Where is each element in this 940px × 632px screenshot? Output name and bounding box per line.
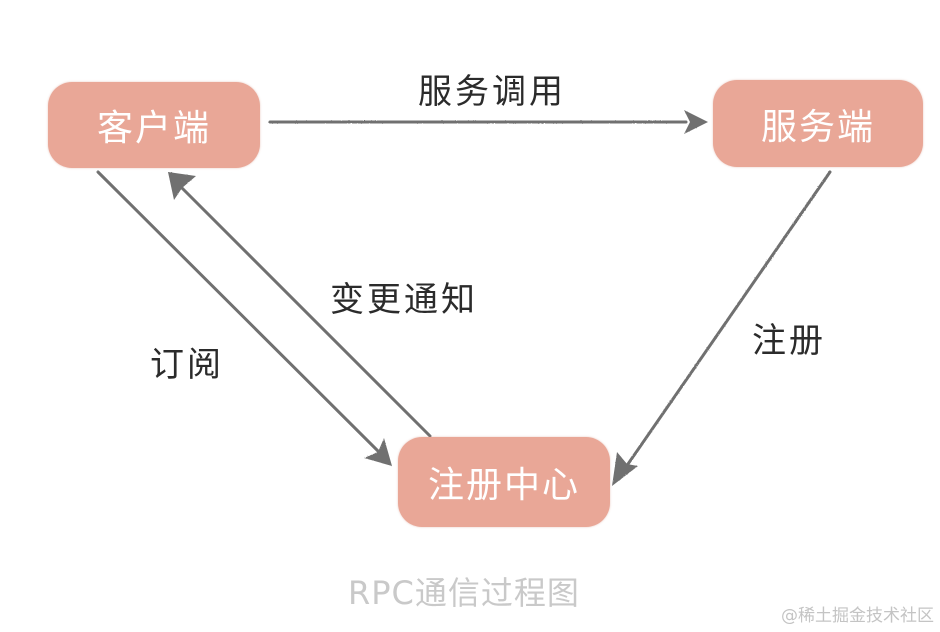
server-node: 服务端 (713, 80, 923, 167)
arrow-service-call (268, 110, 708, 134)
change-notify-label: 变更通知 (330, 280, 478, 320)
registry-node: 注册中心 (398, 437, 610, 527)
client-node-label: 客户端 (96, 108, 211, 149)
service-call-label: 服务调用 (418, 72, 566, 112)
registry-node-label: 注册中心 (427, 465, 580, 506)
register-label: 注册 (752, 321, 826, 361)
diagram-caption: RPC通信过程图 (348, 574, 580, 612)
arrow-change-notify (168, 172, 432, 438)
subscribe-label: 订阅 (150, 345, 224, 385)
arrow-register (612, 170, 832, 486)
watermark: @稀土掘金技术社区 (781, 606, 934, 626)
arrow-subscribe (96, 170, 392, 466)
server-node-label: 服务端 (760, 106, 875, 148)
client-node: 客户端 (48, 82, 260, 168)
